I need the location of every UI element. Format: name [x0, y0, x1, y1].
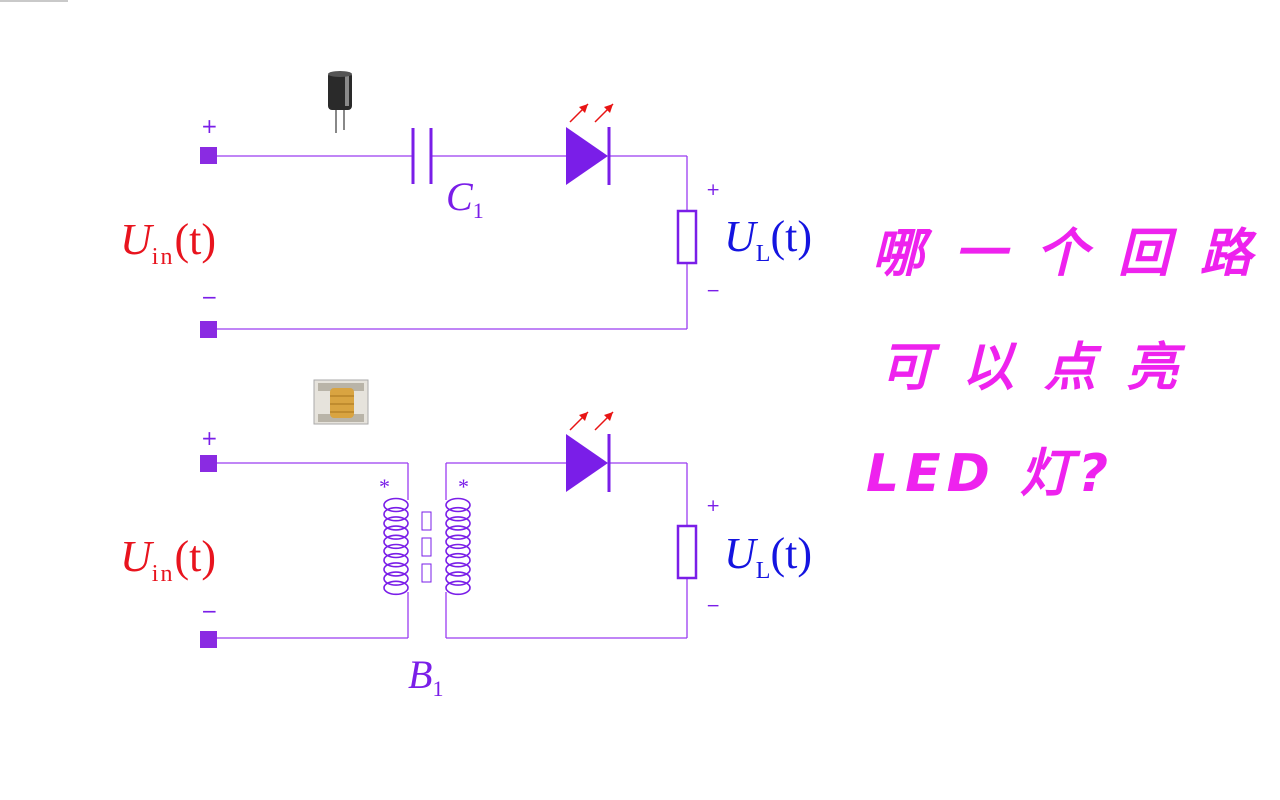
- capacitor-photo-icon: [328, 71, 352, 133]
- coil-turn: [445, 571, 471, 586]
- bottom-output-minus-sign: −: [706, 596, 721, 616]
- top-input-minus-terminal: [200, 321, 217, 338]
- bottom-output-subscript: L: [755, 558, 771, 584]
- transformer-b1: [383, 497, 471, 596]
- load-resistor-bottom: [676, 524, 698, 580]
- bottom-input-minus-terminal: [200, 631, 217, 648]
- coil-turn: [383, 571, 409, 586]
- bottom-input-plus-terminal: [200, 455, 217, 472]
- capacitor-label: C1: [446, 174, 484, 222]
- bottom-circuit: [216, 462, 688, 639]
- capacitor-symbol: C: [446, 174, 473, 219]
- coil-turn: [383, 580, 409, 596]
- coil-turn: [445, 506, 471, 522]
- bottom-output-symbol: U: [724, 529, 756, 578]
- top-input-voltage-label: Uin(t): [120, 215, 216, 270]
- top-input-plus-sign: +: [201, 114, 218, 138]
- capacitor-subscript: 1: [472, 198, 484, 223]
- coil-turn: [445, 543, 471, 559]
- coil-turn: [383, 534, 409, 550]
- top-output-minus-sign: −: [706, 281, 721, 301]
- top-output-arg: (t): [770, 212, 812, 261]
- load-resistor-top: [676, 209, 698, 265]
- capacitor-c1: [411, 128, 433, 184]
- led-bottom: [566, 411, 614, 492]
- coil-turn: [383, 497, 409, 513]
- coil-turn: [383, 562, 409, 577]
- coil-turn: [445, 525, 471, 540]
- bottom-input-symbol: U: [120, 532, 152, 581]
- coil-turn: [445, 562, 471, 577]
- transformer-label: B1: [408, 652, 443, 700]
- primary-coil: [383, 497, 409, 596]
- top-input-minus-sign: −: [201, 285, 218, 309]
- question-line-2: 可以点亮: [880, 338, 1209, 398]
- coil-turn: [445, 580, 471, 596]
- bottom-output-arg: (t): [770, 529, 812, 578]
- top-circuit: [216, 155, 688, 330]
- coil-turn: [383, 525, 409, 540]
- secondary-coil: [445, 497, 471, 596]
- bottom-output-voltage-label: UL(t): [724, 529, 812, 584]
- bottom-input-minus-sign: −: [201, 599, 218, 623]
- transformer-core: [421, 511, 432, 583]
- question-line-1: 哪一个回路: [872, 224, 1280, 284]
- secondary-dot-marker: *: [458, 474, 469, 499]
- top-output-plus-sign: +: [706, 180, 721, 200]
- bottom-input-subscript: in: [151, 561, 175, 587]
- coil-turn: [445, 497, 471, 513]
- top-output-symbol: U: [724, 212, 756, 261]
- coil-turn: [445, 516, 471, 531]
- primary-dot-marker: *: [379, 474, 390, 499]
- corner-artifact: [0, 0, 68, 2]
- transformer-subscript: 1: [432, 676, 444, 701]
- coil-turn: [445, 552, 471, 568]
- coil-turn: [383, 543, 409, 559]
- top-input-subscript: in: [151, 244, 175, 270]
- coil-turn: [383, 506, 409, 522]
- coil-turn: [445, 534, 471, 550]
- led-top: [566, 103, 614, 185]
- coil-turn: [383, 516, 409, 531]
- coil-turn: [383, 552, 409, 568]
- transformer-symbol: B: [408, 652, 433, 697]
- transformer-photo-icon: [313, 379, 369, 425]
- bottom-input-voltage-label: Uin(t): [120, 532, 216, 587]
- top-output-voltage-label: UL(t): [724, 212, 812, 267]
- top-output-subscript: L: [755, 241, 771, 267]
- top-input-arg: (t): [174, 215, 216, 264]
- question-line-3: LED 灯?: [866, 444, 1115, 504]
- top-input-plus-terminal: [200, 147, 217, 164]
- top-input-symbol: U: [120, 215, 152, 264]
- bottom-output-plus-sign: +: [706, 496, 721, 516]
- bottom-input-arg: (t): [174, 532, 216, 581]
- bottom-input-plus-sign: +: [201, 426, 218, 450]
